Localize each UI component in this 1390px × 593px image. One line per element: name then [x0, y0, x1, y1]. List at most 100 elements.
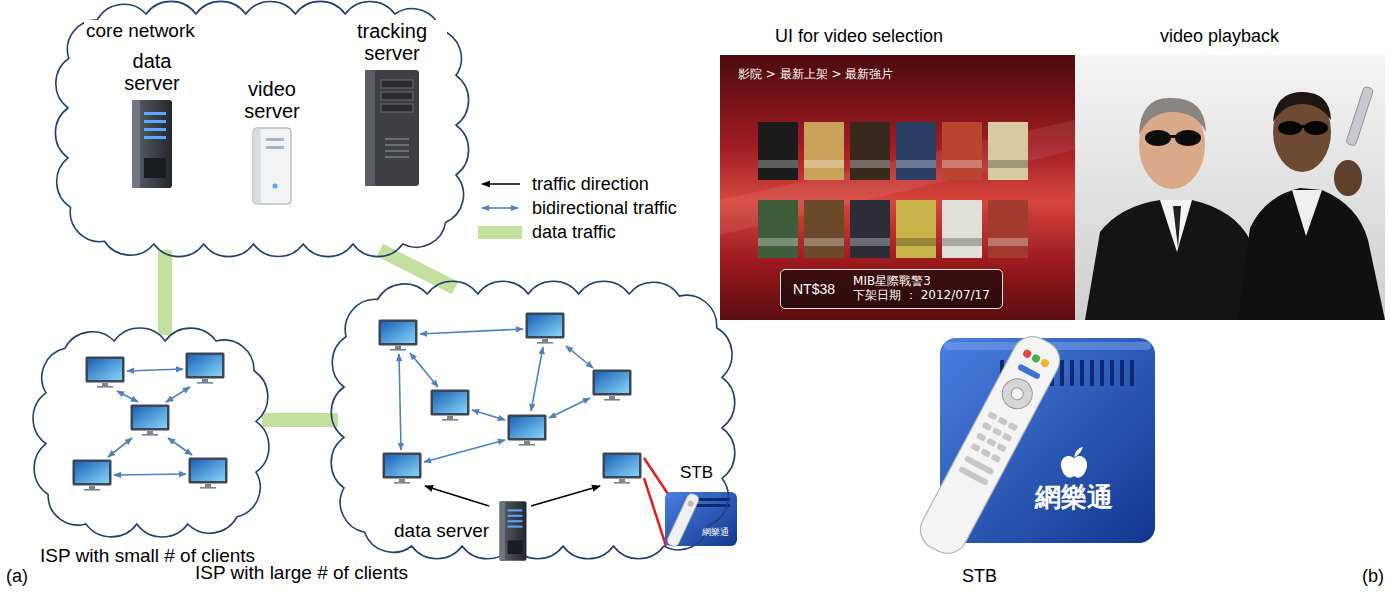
bidirectional-arrows-part [127, 369, 183, 371]
video-selection-screenshot-part [896, 200, 936, 258]
server-icon-part [254, 129, 261, 204]
data-traffic-bar [158, 250, 172, 335]
server-icon [361, 68, 423, 188]
server-icon-part [508, 540, 523, 553]
callout-label: STB [680, 463, 713, 483]
data-traffic-bar [262, 413, 338, 427]
server-icon-part [132, 100, 140, 188]
set-top-box-part-part-part [996, 443, 1007, 453]
legend-text: bidirectional traffic [532, 198, 677, 219]
server-icon-part [365, 70, 375, 186]
screenshot-panel: UI for video selection影院 > 最新上架 > 最新強片NT… [720, 26, 1075, 320]
set-top-box-part-part [1110, 360, 1114, 386]
video-playback-photo-part [1304, 121, 1328, 135]
server-icon [250, 126, 294, 206]
large-isp-tvs [379, 313, 642, 484]
large-isp-tvs-part [593, 370, 632, 401]
legend-row: bidirectional traffic [478, 196, 677, 220]
video-selection-screenshot-part [988, 238, 1028, 246]
legend-text: traffic direction [532, 174, 649, 195]
video-selection-screenshot-part [988, 160, 1028, 168]
server-icon [128, 98, 176, 190]
server-icon-part [381, 80, 413, 88]
video-selection-screenshot-part [850, 160, 890, 168]
set-top-box-part-part-part [1002, 432, 1013, 442]
server-icon-part [508, 509, 523, 511]
set-top-box-part-part-part [958, 466, 989, 486]
video-selection-screenshot-part [720, 55, 1075, 320]
video-playback-photo-part [1292, 190, 1322, 236]
large-isp-tvs-part [508, 415, 547, 446]
server-icon-part [385, 138, 409, 140]
stb-callout-lines [644, 458, 668, 546]
small-stb-part-part [666, 492, 701, 548]
device-logo: 網樂通 [1035, 483, 1113, 513]
server-icon-part [500, 501, 505, 560]
small-stb-part-part [687, 500, 695, 508]
small-isp-tvs-part [73, 460, 112, 491]
small-isp-tvs-part [86, 357, 125, 388]
set-top-box-part-part [1090, 360, 1094, 386]
text-column: MIB星際戰警3下架日期 ： 2012/07/17 [853, 275, 990, 303]
device-logo: 網樂通 [702, 527, 729, 537]
set-top-box-part-part [1120, 360, 1124, 386]
set-top-box-part-part-part [982, 422, 993, 432]
server-icon-part [144, 136, 166, 139]
bidirectional-arrows-part [117, 391, 138, 402]
video-selection-screenshot-part [850, 200, 890, 258]
small-isp-tvs-part [131, 405, 170, 436]
server-label: video server [227, 78, 317, 122]
video-selection-screenshot-part [942, 238, 982, 246]
legend-swatch [478, 226, 522, 239]
server-node: tracking server [337, 20, 447, 188]
server-node: data server [392, 500, 530, 562]
bidirectional-arrows-part [114, 474, 186, 475]
server-icon-part [500, 501, 527, 560]
video-selection-screenshot-part [942, 122, 982, 180]
video-playback-photo-part [1175, 130, 1201, 146]
bidirectional-arrows-part [166, 387, 190, 402]
bidirectional-arrows [108, 329, 593, 475]
edge-group [165, 250, 455, 420]
date-text: 下架日期 ： 2012/07/17 [853, 289, 990, 303]
large-isp-tvs-part [383, 453, 422, 484]
bidirectional-arrows-part [168, 438, 192, 455]
video-selection-screenshot-part [896, 238, 936, 246]
panel-letter: (b) [1362, 566, 1384, 587]
video-playback-photo [1075, 55, 1385, 320]
video-selection-screenshot [720, 55, 1075, 320]
bidirectional-arrows-part [472, 410, 505, 420]
large-isp-tvs-part [379, 320, 418, 351]
small-isp-tvs-part [189, 458, 228, 489]
legend-row: traffic direction [478, 172, 677, 196]
set-top-box-part-part [1017, 363, 1041, 380]
bidirectional-arrows-part [549, 398, 590, 418]
server-icon-part [266, 146, 284, 149]
server-icon-part [508, 526, 523, 528]
server-icon-part [273, 184, 278, 189]
server-icon-part [508, 515, 523, 517]
server-node: data server [112, 50, 192, 190]
set-top-box-part [1061, 456, 1087, 478]
legend-line-sample [478, 177, 522, 191]
set-top-box-part-part-part [991, 454, 1002, 464]
server-icon-part [253, 128, 291, 204]
large-isp-tvs-part [603, 453, 642, 484]
server-icon-part [385, 144, 409, 146]
server-arrows-part [425, 486, 489, 506]
legend: traffic directionbidirectional trafficda… [478, 172, 677, 244]
legend-line [482, 183, 520, 185]
set-top-box-part [913, 330, 1066, 561]
panel-letter: (a) [6, 566, 28, 587]
bidirectional-arrows-part [410, 353, 438, 387]
breadcrumb: 影院 > 最新上架 > 最新強片 [738, 68, 893, 82]
server-label: data server [392, 520, 491, 542]
server-icon-part [365, 70, 419, 186]
video-playback-photo-part [1145, 130, 1171, 146]
set-top-box-part-part [1009, 386, 1025, 402]
video-selection-screenshot-part [804, 200, 844, 258]
cloud-path [33, 328, 269, 537]
video-selection-screenshot-part [758, 122, 798, 180]
